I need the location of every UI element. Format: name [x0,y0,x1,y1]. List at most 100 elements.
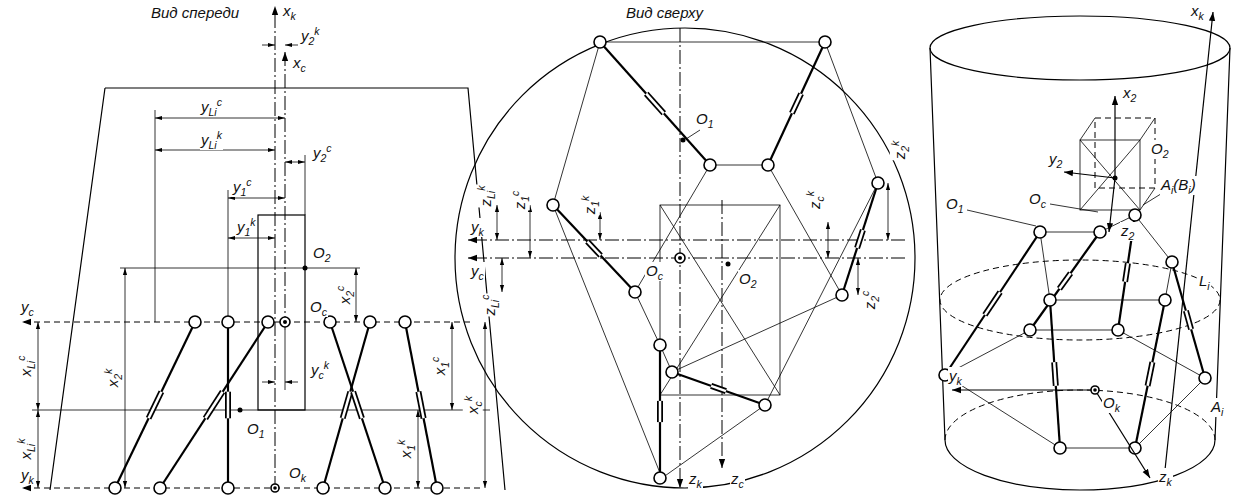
label-part: x [17,369,34,377]
label-part: y [313,144,321,161]
label-part: c [429,357,441,362]
label-part: y [1049,150,1057,167]
label-part: y [301,27,309,44]
axis-label: O2 [312,244,332,263]
label-part: O [310,298,322,315]
label-part: 2 [1057,158,1063,170]
label-part: O [739,270,751,287]
label-part: c [1041,198,1046,210]
label-part: i [1221,406,1223,418]
label-part: 1 [519,196,531,202]
label-part: i [1188,184,1190,196]
label-part: k [697,478,702,490]
label-part: c [814,196,826,201]
axis-label: zLic [480,294,500,317]
axis-label: z2c [860,290,880,311]
axis-label: x2 [1122,84,1137,103]
axis-label: y2c [312,143,333,163]
label-part: c [15,356,27,361]
label-part: 2 [751,278,757,290]
label-part: x [464,407,481,415]
label-part: y [201,98,209,115]
label-part: z [1159,468,1167,485]
label-part: O [289,464,301,481]
axis-label: zc [730,470,745,489]
isometric-view [930,12,1230,490]
label-part: ) [1191,176,1196,193]
label-part: 1 [241,186,247,198]
label-part: (B [1173,176,1188,193]
label-part: z [891,152,908,160]
axis-label: Ai(Bi) [1160,176,1197,195]
axis-label: Oc [1028,190,1047,209]
label-part: 1 [245,226,251,238]
axis-label: zck [805,190,825,210]
label-part: 1 [259,428,265,440]
label-part: Li [489,300,501,308]
axis-label: Oc [309,298,328,317]
label-part: y [471,218,479,235]
label-part: k [291,10,296,22]
label-part: y [237,218,245,235]
label-part: y [311,361,319,378]
label-part: y [233,178,241,195]
axis-label: y2 [1048,150,1063,169]
axis-label: Ok [1102,394,1121,413]
label-part: k [804,191,816,196]
label-part: Вид сверху [626,4,703,21]
label-part: x [1191,2,1199,19]
label-part: k [102,369,114,374]
label-part: k [15,439,27,444]
label-part: Вид спереди [151,4,239,21]
axis-label: xLic [16,355,36,378]
label-part: O [646,262,658,279]
axis-label: O1 [246,420,266,439]
axis-label: yLik [200,130,223,150]
label-part: y [201,131,209,148]
label-part: z [689,470,697,487]
axis-label: xck [463,395,483,415]
label-part: 2 [1131,92,1137,104]
label-part: z [861,302,878,310]
label-part: y [21,298,29,315]
label-part: Li [25,444,37,452]
label-part: x [17,452,34,460]
label-part: 2 [1163,148,1169,160]
axis-label: Li [1198,272,1211,291]
axis-label: xc [292,54,307,73]
axis-label: O1 [945,195,965,214]
label-part: O [1029,190,1041,207]
label-part: O [1103,394,1115,411]
label-part: 2 [112,374,124,380]
label-part: k [479,226,484,238]
label-part: c [334,286,346,291]
label-part: x [1123,84,1131,101]
label-part: 2 [325,252,331,264]
label-part: z [511,202,528,210]
label-part: c [322,306,327,318]
axis-label: x2k [103,368,123,389]
label-part: y [21,466,29,483]
axis-label: yk [20,466,35,485]
label-part: k [579,196,591,201]
label-part: 1 [439,362,451,368]
label-part: L [1199,272,1207,289]
label-part: c [472,401,484,406]
view-title: Вид спереди [150,4,240,21]
axis-label: yk [948,367,963,386]
label-part: x [104,380,121,388]
axis-label: z1c [510,190,530,211]
label-part: k [475,186,487,191]
label-part: k [395,440,407,445]
label-part: Li [209,139,217,151]
label-part: z [581,207,598,215]
label-part: A [1211,398,1221,415]
label-part: c [859,291,871,296]
label-part: c [739,478,744,490]
label-part: k [1115,402,1120,414]
axis-label: yc [20,298,35,317]
label-part: x [397,451,414,459]
